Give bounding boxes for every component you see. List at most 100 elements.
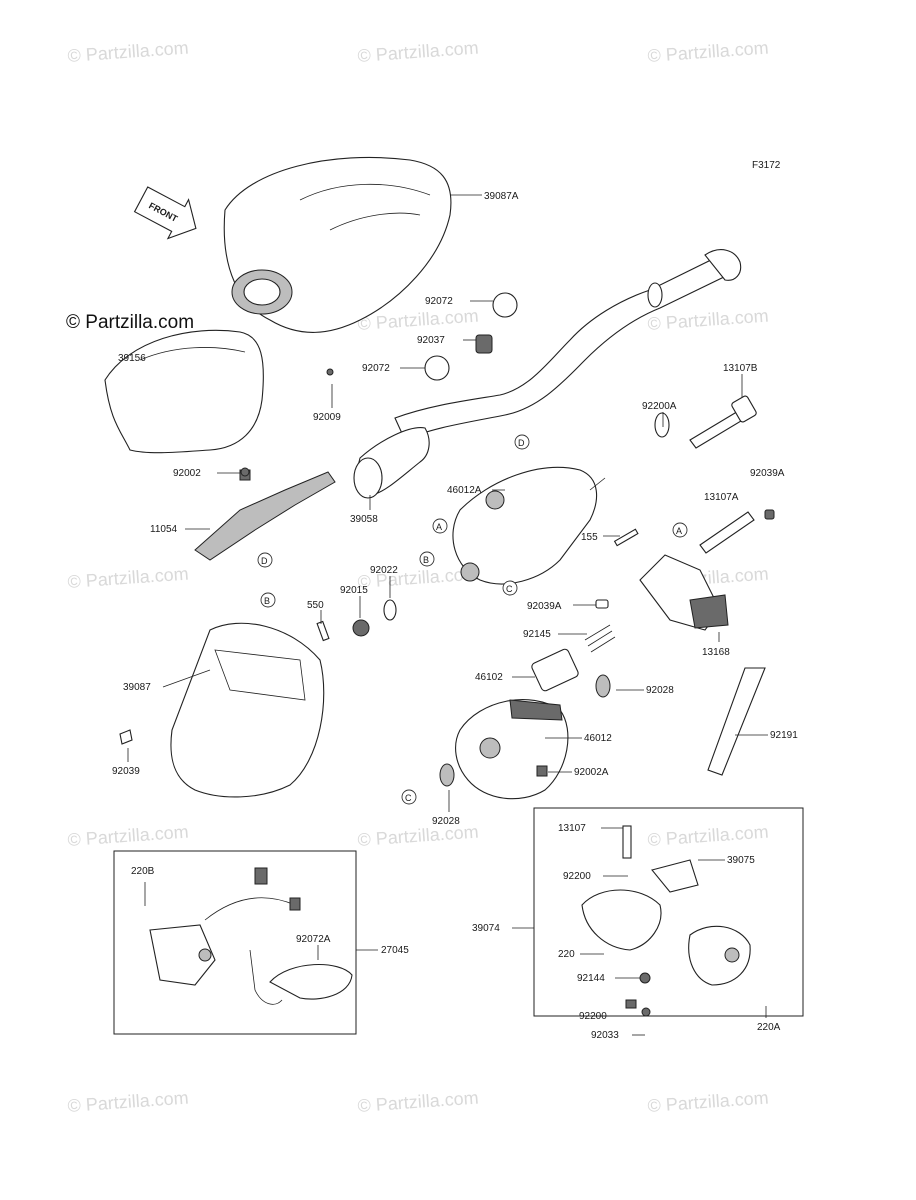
part-label: 92002A	[574, 767, 609, 778]
bolt-part	[536, 765, 548, 777]
handle-pad-part	[104, 329, 264, 454]
part-label: 550	[307, 600, 324, 611]
part-label: 92191	[770, 730, 798, 741]
bolt-part	[613, 528, 639, 547]
part-label: 46102	[475, 672, 503, 683]
actuator-part	[531, 648, 579, 692]
spring-part	[584, 624, 616, 653]
copyright-notice: © Partzilla.com	[66, 312, 194, 333]
part-label: 92009	[313, 412, 341, 423]
part-label: 92072	[425, 296, 453, 307]
rod-part	[707, 667, 766, 776]
part-label: 92015	[340, 585, 368, 596]
callout-letter: B	[423, 555, 429, 565]
bracket-part	[194, 469, 336, 561]
watermark: © Partzilla.com	[357, 822, 479, 850]
callout-letter: D	[261, 556, 268, 566]
clamp-part	[492, 292, 518, 318]
upper-cover-part	[223, 156, 452, 333]
watermark: © Partzilla.com	[647, 822, 769, 850]
part-label: 92022	[370, 565, 398, 576]
part-label: 220	[558, 949, 575, 960]
part-label: 92072	[362, 363, 390, 374]
screw-part	[326, 368, 334, 376]
part-label: 155	[581, 532, 598, 543]
part-label: 92028	[432, 816, 460, 827]
watermark: © Partzilla.com	[647, 38, 769, 66]
throttle-housing-part	[452, 466, 606, 585]
part-label: 92072A	[296, 934, 331, 945]
part-label: 92144	[577, 973, 605, 984]
callout-letter: A	[676, 526, 682, 536]
part-label: 92039A	[750, 468, 785, 479]
watermark: © Partzilla.com	[647, 1088, 769, 1116]
part-label: 27045	[381, 945, 409, 956]
part-label: 92028	[646, 685, 674, 696]
pin-part	[316, 620, 330, 642]
clamp-part	[424, 355, 450, 381]
front-arrow-icon: FRONT	[133, 186, 197, 240]
callout-letter: A	[436, 522, 442, 532]
part-label: 13107A	[704, 492, 739, 503]
lever-part	[639, 554, 729, 631]
part-label: 92033	[591, 1030, 619, 1041]
washer-part	[439, 763, 455, 787]
rivet-part	[764, 509, 775, 520]
callout-a-right: A	[672, 522, 688, 538]
washer-part	[654, 412, 670, 438]
callout-letter: B	[264, 596, 270, 606]
part-labels: 39087A 92072 92037 92072 13107B 39156 92…	[112, 191, 798, 1041]
handlebar-part	[394, 249, 742, 441]
watermark: © Partzilla.com	[67, 1088, 189, 1116]
part-label: 13107	[558, 823, 586, 834]
bolt-part	[689, 395, 757, 449]
washer-part	[383, 599, 397, 621]
callout-d-bracket: D	[257, 552, 273, 568]
rivet-part	[119, 729, 133, 745]
part-label: 220B	[131, 866, 155, 877]
part-label: 39156	[118, 353, 146, 364]
callout-c-bottom: C	[401, 789, 417, 805]
part-label: 11054	[150, 524, 178, 535]
part-label: 46012	[584, 733, 612, 744]
watermark: © Partzilla.com	[67, 564, 189, 592]
watermark: © Partzilla.com	[357, 1088, 479, 1116]
part-label: 13107B	[723, 363, 758, 374]
callout-letter: C	[506, 584, 513, 594]
part-label: 92039	[112, 766, 140, 777]
part-label: 92002	[173, 468, 201, 479]
lower-cover-part	[170, 622, 325, 798]
nut-part	[352, 619, 370, 637]
callout-c: C	[502, 580, 518, 596]
pin-part	[699, 511, 755, 554]
callout-b: B	[419, 551, 435, 567]
lever-housing-part	[455, 699, 569, 800]
leader-lines	[127, 194, 768, 1036]
figure-code: F3172	[752, 160, 781, 171]
part-label: 92039A	[527, 601, 562, 612]
fitting-part	[475, 334, 493, 354]
rivet-part	[595, 599, 609, 609]
washer-part	[595, 674, 611, 698]
part-label: 46012A	[447, 485, 482, 496]
watermark: © Partzilla.com	[357, 38, 479, 66]
part-label: 92200	[579, 1011, 607, 1022]
part-label: 39074	[472, 923, 500, 934]
part-label: 220A	[757, 1022, 781, 1033]
watermark: © Partzilla.com	[647, 306, 769, 334]
part-label: 39058	[350, 514, 378, 525]
watermark: © Partzilla.com	[67, 822, 189, 850]
part-label: 39075	[727, 855, 755, 866]
callout-letter: C	[405, 793, 412, 803]
callout-letter: D	[518, 438, 525, 448]
part-label: 92200	[563, 871, 591, 882]
screw-part	[240, 467, 250, 477]
part-label: 92200A	[642, 401, 677, 412]
part-label: 39087A	[484, 191, 519, 202]
callout-a: A	[432, 518, 448, 534]
inset-box-lanyard	[113, 850, 357, 1035]
callout-b-cover: B	[260, 592, 276, 608]
part-label: 13168	[702, 647, 730, 658]
part-label: 92037	[417, 335, 445, 346]
